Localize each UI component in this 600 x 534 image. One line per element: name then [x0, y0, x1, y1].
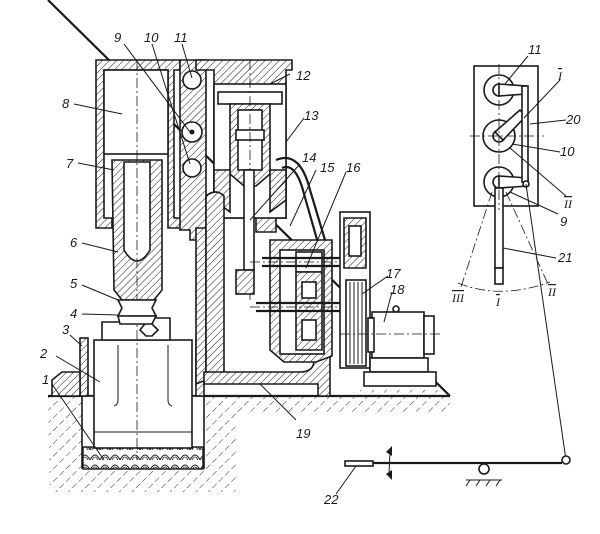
callout-10: 10 — [144, 30, 159, 45]
scheme-position-I-arc: I — [495, 295, 501, 309]
callout-13: 13 — [304, 108, 319, 123]
scheme-position-II-right: II — [563, 197, 573, 211]
callout-5: 5 — [70, 276, 78, 291]
scheme-callout-11: 11 — [528, 42, 542, 57]
electric-motor — [340, 305, 442, 387]
callout-1: 1 — [42, 372, 49, 387]
callout-14: 14 — [302, 150, 316, 165]
gearbox — [250, 239, 350, 363]
scheme-callout-21: 21 — [557, 250, 572, 265]
leader-lines — [51, 43, 567, 495]
callout-3: 3 — [62, 322, 70, 337]
pedal-linkage — [344, 446, 562, 487]
callout-22: 22 — [323, 492, 339, 507]
callout-17: 17 — [386, 266, 401, 281]
control-scheme — [457, 64, 571, 465]
scheme-callout-20: 20 — [565, 112, 581, 127]
callout-7: 7 — [66, 156, 74, 171]
belt-drive — [339, 211, 371, 369]
callout-15: 15 — [320, 160, 335, 175]
callout-18: 18 — [390, 282, 405, 297]
callout-labels: 1 2 3 4 5 6 7 8 9 10 11 12 13 14 15 16 1… — [39, 30, 581, 507]
scheme-position-I-top: I — [557, 69, 563, 83]
callout-11: 11 — [174, 30, 188, 45]
callout-4: 4 — [70, 306, 77, 321]
scheme-position-II-arc: II — [547, 285, 557, 299]
callout-8: 8 — [62, 96, 70, 111]
callout-19: 19 — [296, 426, 310, 441]
callout-9: 9 — [114, 30, 121, 45]
scheme-callout-9: 9 — [560, 214, 567, 229]
scheme-callout-10: 10 — [560, 144, 575, 159]
belt-grooves — [349, 282, 363, 364]
callout-2: 2 — [39, 346, 48, 361]
frame — [95, 59, 331, 460]
callout-16: 16 — [346, 160, 361, 175]
scheme-position-III-arc: III — [451, 291, 465, 305]
callout-12: 12 — [296, 68, 311, 83]
callout-6: 6 — [70, 235, 78, 250]
